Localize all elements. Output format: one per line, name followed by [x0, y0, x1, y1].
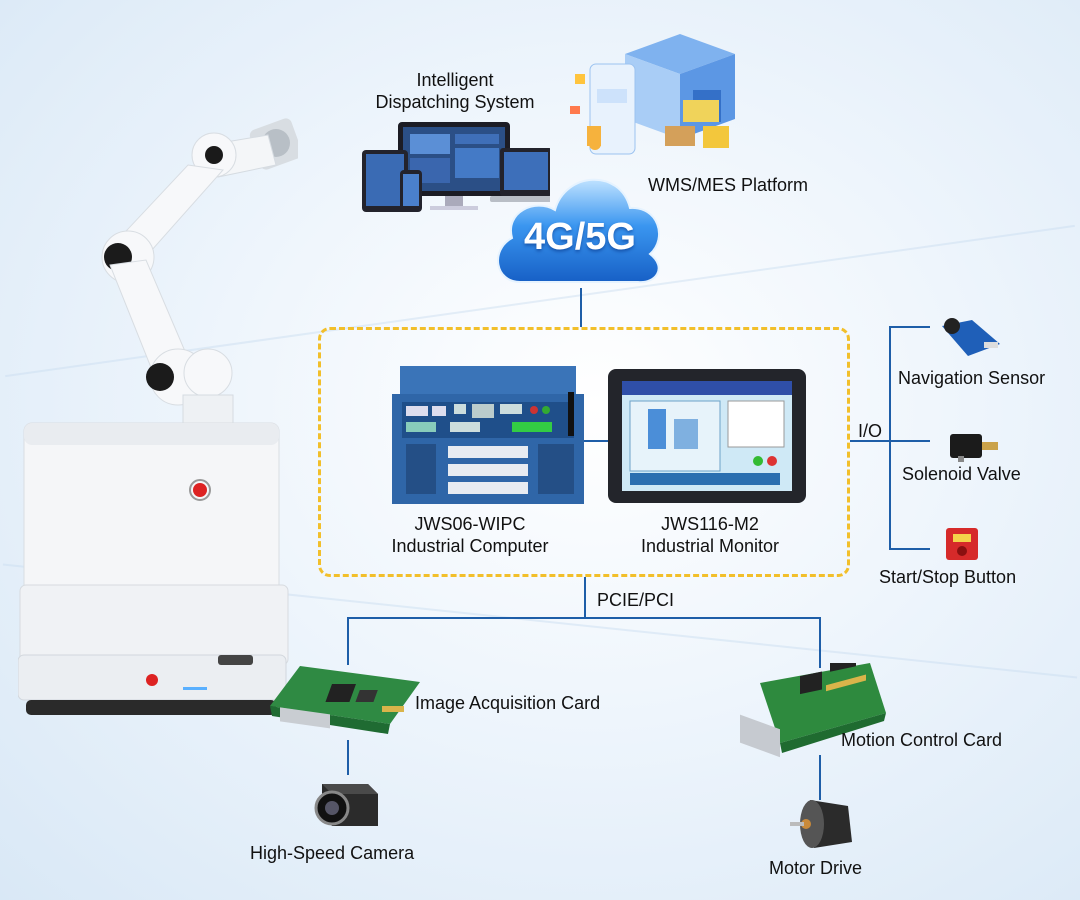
mobile-robot-image: [18, 118, 298, 715]
image-acquisition-card-image: [270, 666, 420, 734]
dispatch-devices-image: [362, 122, 550, 212]
io-label: I/O: [858, 421, 883, 441]
bus-label: PCIE/PCI: [597, 590, 675, 610]
industrial-monitor-image: [608, 369, 806, 503]
wms-label: WMS/MES Platform: [648, 175, 809, 195]
monitor-label: JWS116-M2 Industrial Monitor: [605, 513, 815, 557]
cloud-network-icon: [497, 178, 660, 284]
dispatch-label: Intelligent Dispatching System: [360, 69, 550, 113]
motor-drive-icon: [790, 800, 852, 848]
solenoid-valve-icon: [950, 434, 998, 462]
cloud-label: 4G/5G: [524, 216, 636, 258]
high-speed-camera-label: High-Speed Camera: [250, 843, 415, 863]
image-acquisition-card-label: Image Acquisition Card: [415, 693, 601, 713]
dispatch-label-line1: Intelligent: [416, 70, 494, 90]
monitor-model: JWS116-M2: [661, 514, 759, 534]
dispatch-label-line2: Dispatching System: [375, 92, 535, 112]
motion-control-card-image: [740, 663, 886, 758]
computer-type: Industrial Computer: [391, 536, 549, 556]
io-item-solenoid-valve: Solenoid Valve: [902, 464, 1021, 484]
motor-drive-label: Motor Drive: [769, 858, 863, 878]
motion-control-card-label: Motion Control Card: [841, 730, 1003, 750]
computer-model: JWS06-WIPC: [414, 514, 526, 534]
io-item-start-stop-button: Start/Stop Button: [879, 567, 1017, 587]
navigation-sensor-icon: [942, 318, 1000, 356]
io-item-navigation-sensor: Navigation Sensor: [898, 368, 1046, 388]
high-speed-camera-icon: [314, 784, 378, 826]
computer-label: JWS06-WIPC Industrial Computer: [360, 513, 580, 557]
warehouse-illustration: [570, 34, 735, 155]
industrial-computer-image: [392, 366, 584, 504]
core-system-frame: [318, 327, 850, 577]
start-stop-button-icon: [946, 528, 978, 560]
monitor-type: Industrial Monitor: [640, 536, 780, 556]
